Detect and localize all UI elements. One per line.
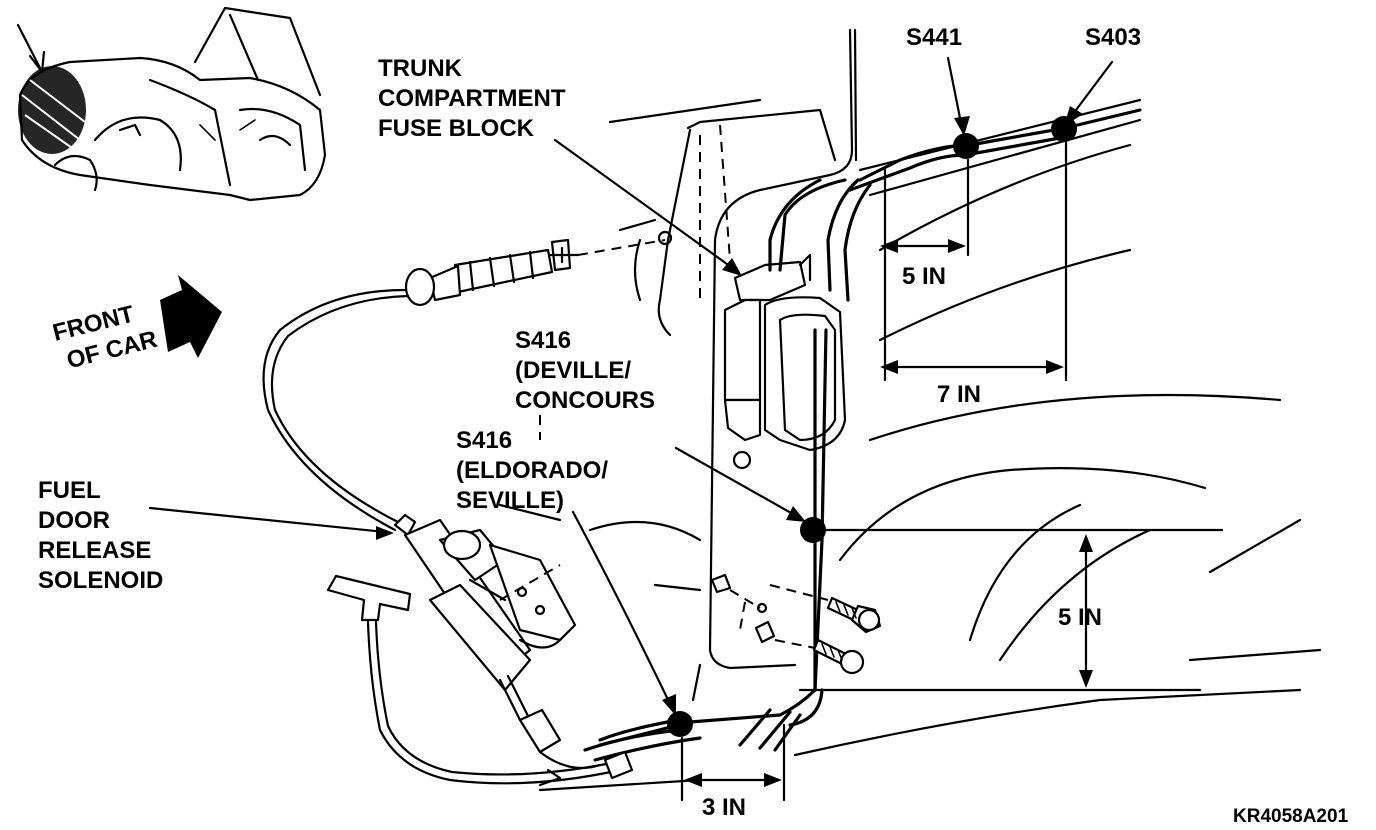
front-arrow-icon xyxy=(160,275,222,358)
s416-eldorado-line2: (ELDORADO/ xyxy=(456,457,608,484)
fuel-door-release-cable xyxy=(262,230,673,532)
dimension-3in: 3 IN xyxy=(680,723,786,821)
dimension-7in-label: 7 IN xyxy=(937,381,981,408)
trunk-fuse-block-line1: TRUNK xyxy=(378,55,463,82)
fuel-door-line1: FUEL xyxy=(38,477,101,504)
s416-eldorado-line3: SEVILLE) xyxy=(456,487,564,514)
fuel-door-line4: SOLENOID xyxy=(38,567,163,594)
s403-label: S403 xyxy=(1085,24,1141,51)
fuse-block-screw-icon xyxy=(732,450,752,470)
dimension-3in-label: 3 IN xyxy=(702,794,746,821)
mounting-hardware xyxy=(499,564,882,675)
figure-id: KR4058A201 xyxy=(1233,806,1349,827)
fuel-door-line2: DOOR xyxy=(38,507,110,534)
dimension-5in-top-label: 5 IN xyxy=(902,263,946,290)
car-locator-inset xyxy=(16,6,327,202)
splice-s403 xyxy=(1051,116,1077,142)
s416-deville-line2: (DEVILLE/ xyxy=(515,357,631,384)
dimension-5in-top: 5 IN xyxy=(880,158,970,290)
bolt-upper-icon xyxy=(857,608,881,632)
splice-s441 xyxy=(953,133,979,159)
clip-upper-icon xyxy=(710,573,732,594)
s416-eldorado-label: S416 (ELDORADO/ SEVILLE) xyxy=(456,427,676,716)
bolt-lower-icon xyxy=(839,649,865,675)
trunk-fuse-block-leader xyxy=(553,138,740,274)
s441-label: S441 xyxy=(906,24,962,51)
dimension-7in: 7 IN xyxy=(880,140,1068,408)
body-structure xyxy=(498,28,1322,792)
trunk-fuse-block-line2: COMPARTMENT xyxy=(378,85,566,112)
trunk-fuse-block-line3: FUSE BLOCK xyxy=(378,115,535,142)
dimension-5in-right: 5 IN xyxy=(798,528,1224,692)
splice-s416-deville xyxy=(800,517,826,543)
manual-release-handle xyxy=(326,574,634,785)
front-of-car-indicator: FRONT OF CAR xyxy=(50,275,222,374)
dimension-5in-right-label: 5 IN xyxy=(1058,604,1102,631)
fuel-door-line3: RELEASE xyxy=(38,537,151,564)
trunk-fuse-block-label: TRUNK COMPARTMENT FUSE BLOCK xyxy=(378,55,742,276)
s416-eldorado-line1: S416 xyxy=(456,427,512,454)
fuel-door-release-solenoid xyxy=(393,513,577,722)
s416-deville-label: S416 (DEVILLE/ CONCOURS xyxy=(515,327,806,522)
s416-deville-line3: CONCOURS xyxy=(515,387,655,414)
clip-lower-icon xyxy=(754,620,776,644)
splice-s416-eldorado xyxy=(667,711,693,737)
fuel-door-solenoid-label: FUEL DOOR RELEASE SOLENOID xyxy=(38,477,394,594)
s416-deville-line1: S416 xyxy=(515,327,571,354)
